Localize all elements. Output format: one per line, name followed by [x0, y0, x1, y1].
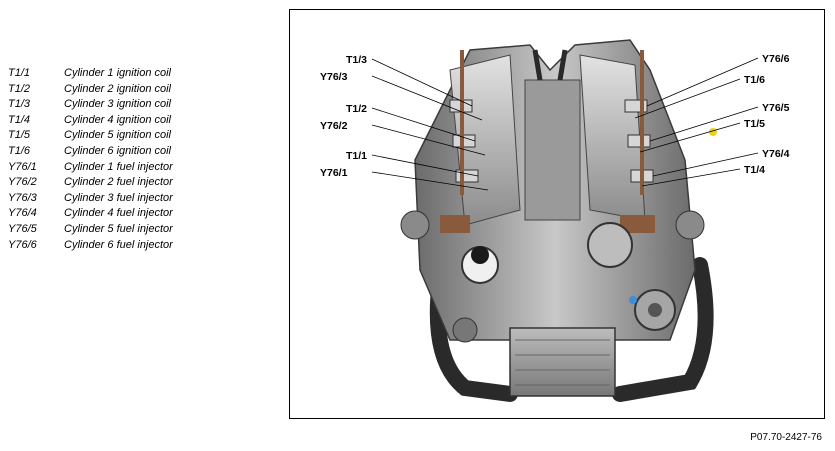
legend-item: T1/3 Cylinder 3 ignition coil — [8, 97, 173, 113]
legend-item: T1/6 Cylinder 6 ignition coil — [8, 144, 173, 160]
legend-code: Y76/5 — [8, 222, 37, 235]
leader-line — [371, 75, 483, 121]
legend-item: Y76/6 Cylinder 6 fuel injector — [8, 238, 173, 254]
callout-label: T1/1 — [346, 150, 367, 162]
leader-line — [634, 78, 741, 119]
legend-item: T1/5 Cylinder 5 ignition coil — [8, 128, 173, 144]
callout-label: Y76/3 — [320, 71, 348, 83]
legend-code: T1/2 — [8, 82, 31, 95]
callout-label: Y76/6 — [762, 53, 790, 65]
callout-label: T1/6 — [744, 74, 765, 86]
leader-line — [371, 58, 473, 107]
legend-description: Cylinder 1 ignition coil — [64, 67, 171, 79]
leader-line — [641, 168, 741, 187]
legend-code: T1/3 — [8, 98, 31, 111]
leader-line — [649, 106, 759, 142]
legend-description: Cylinder 1 fuel injector — [64, 160, 173, 173]
legend-description: Cylinder 2 ignition coil — [64, 82, 171, 95]
legend-description: Cylinder 4 ignition coil — [64, 113, 171, 126]
legend-description: Cylinder 3 ignition coil — [64, 98, 171, 111]
callout-label: Y76/2 — [320, 120, 348, 132]
leader-line — [371, 154, 479, 177]
leader-line — [371, 107, 476, 142]
callout-label: T1/2 — [346, 103, 367, 115]
leader-line — [639, 122, 741, 153]
legend-code: T1/6 — [8, 144, 31, 157]
legend-code: Y76/1 — [8, 160, 37, 173]
legend-code: Y76/3 — [8, 191, 37, 204]
figure-id: P07.70-2427-76 — [750, 432, 822, 443]
leader-line — [371, 171, 489, 191]
legend-description: Cylinder 6 ignition coil — [64, 144, 171, 157]
engine-figure-frame: T1/3 Y76/3 T1/2 Y76/2 T1/1 Y76/1 Y76/6 T… — [289, 9, 825, 419]
engine-illustration: T1/3 Y76/3 T1/2 Y76/2 T1/1 Y76/1 Y76/6 T… — [320, 39, 790, 402]
legend-code: Y76/6 — [8, 238, 37, 251]
callout-label: Y76/5 — [762, 102, 790, 114]
callout-label: T1/4 — [744, 164, 765, 176]
legend-item: Y76/3 Cylinder 3 fuel injector — [8, 191, 173, 207]
legend-description: Cylinder 5 ignition coil — [64, 129, 171, 142]
engine-drawing — [400, 39, 717, 402]
leader-line — [652, 152, 759, 177]
legend-item: Y76/1 Cylinder 1 fuel injector — [8, 160, 173, 176]
legend-description: Cylinder 6 fuel injector — [64, 238, 173, 251]
legend-item: Y76/4 Cylinder 4 fuel injector — [8, 206, 173, 222]
leader-line — [646, 57, 759, 107]
legend-description: Cylinder 2 fuel injector — [64, 176, 173, 189]
legend-code: T1/4 — [8, 113, 31, 126]
legend-item: Y76/5 Cylinder 5 fuel injector — [8, 222, 173, 238]
callout-label: T1/3 — [346, 54, 367, 66]
legend-description: Cylinder 4 fuel injector — [64, 207, 173, 220]
legend-description: Cylinder 3 fuel injector — [64, 191, 173, 204]
legend-item: T1/1 Cylinder 1 ignition coil — [8, 66, 173, 82]
callout-label: T1/5 — [744, 118, 765, 130]
callout-label: Y76/1 — [320, 167, 348, 179]
legend-item: T1/2 Cylinder 2 ignition coil — [8, 82, 173, 98]
legend-code: T1/1 — [8, 67, 31, 79]
legend-description: Cylinder 5 fuel injector — [64, 222, 173, 235]
legend-code: Y76/2 — [8, 176, 37, 189]
legend-item: Y76/2 Cylinder 2 fuel injector — [8, 175, 173, 191]
legend-item: T1/4 Cylinder 4 ignition coil — [8, 113, 173, 129]
callout-label: Y76/4 — [762, 148, 790, 160]
legend-code: T1/5 — [8, 129, 31, 142]
legend-code: Y76/4 — [8, 207, 37, 220]
leader-line — [371, 124, 486, 156]
